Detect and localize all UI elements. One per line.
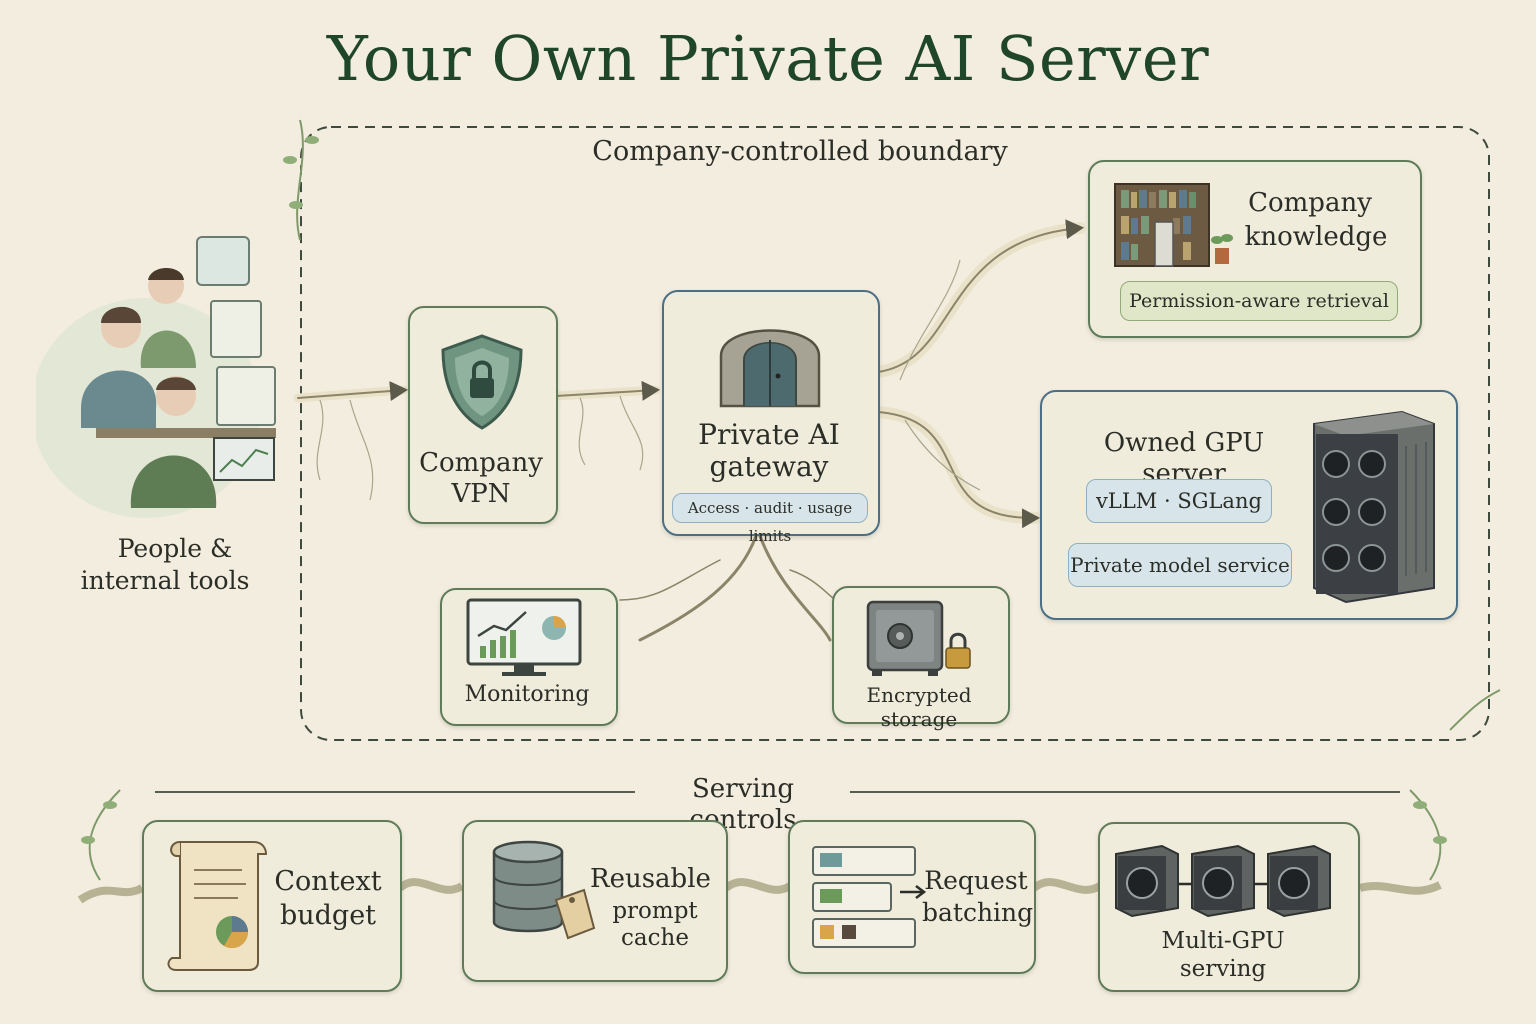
people-illustration — [36, 268, 276, 518]
vine-decorations — [88, 119, 1501, 881]
multi-gpu-line2: serving — [1179, 956, 1267, 982]
gpu-tag-engines: vLLM · SGLang — [1086, 479, 1272, 523]
vine-leaves — [81, 136, 1447, 844]
boundary-label: Company-controlled boundary — [592, 136, 1008, 167]
multi-gpu-line1: Multi-GPU — [1161, 928, 1285, 954]
queue-list-icon — [812, 846, 916, 948]
arrow-right-icon — [900, 885, 927, 899]
bookshelf-icon — [1114, 183, 1233, 267]
safe-lock-icon — [866, 600, 971, 676]
storage-label: Encrypted storage — [866, 683, 972, 731]
page-title: Your Own Private AI Server — [326, 22, 1210, 95]
context-budget-line1: Context — [274, 866, 382, 897]
stone-arch-door-icon — [719, 329, 821, 408]
people-label-line1: People & — [117, 534, 233, 563]
gateway-label-line2: gateway — [709, 450, 829, 483]
prompt-cache-line2: prompt cache — [612, 898, 698, 952]
prompt-cache-line1: Reusable — [590, 864, 711, 894]
request-batching-line1: Request — [924, 866, 1028, 895]
monitor-chart-icon — [466, 598, 582, 676]
boundary-frame — [300, 126, 1490, 741]
people-label-line2: internal tools — [80, 566, 250, 595]
scroll-pie-icon — [167, 841, 268, 971]
vpn-label-line1: Company — [419, 448, 543, 478]
request-batching-line2: batching — [922, 898, 1034, 927]
gpu-units-icon — [1115, 844, 1331, 918]
vpn-label-line2: VPN — [451, 479, 511, 509]
knowledge-label-line2: knowledge — [1244, 222, 1388, 252]
gateway-label-line1: Private AI — [698, 418, 840, 451]
monitoring-label: Monitoring — [464, 682, 590, 707]
gpu-tag-service: Private model service — [1068, 543, 1292, 587]
database-tag-icon — [492, 840, 596, 940]
knowledge-label-line1: Company — [1248, 188, 1372, 218]
bottom-connectors — [77, 878, 1442, 904]
context-budget-line2: budget — [279, 900, 377, 931]
gateway-tag: Access · audit · usage limits — [672, 493, 868, 545]
chat-bubble-icon — [196, 236, 250, 286]
chart-icon — [216, 366, 276, 426]
shield-lock-icon — [441, 334, 523, 430]
document-icon — [210, 300, 262, 358]
root-tendrils — [316, 259, 981, 501]
gpu-server-icon — [1313, 410, 1435, 604]
knowledge-tag: Permission-aware retrieval — [1120, 281, 1398, 321]
